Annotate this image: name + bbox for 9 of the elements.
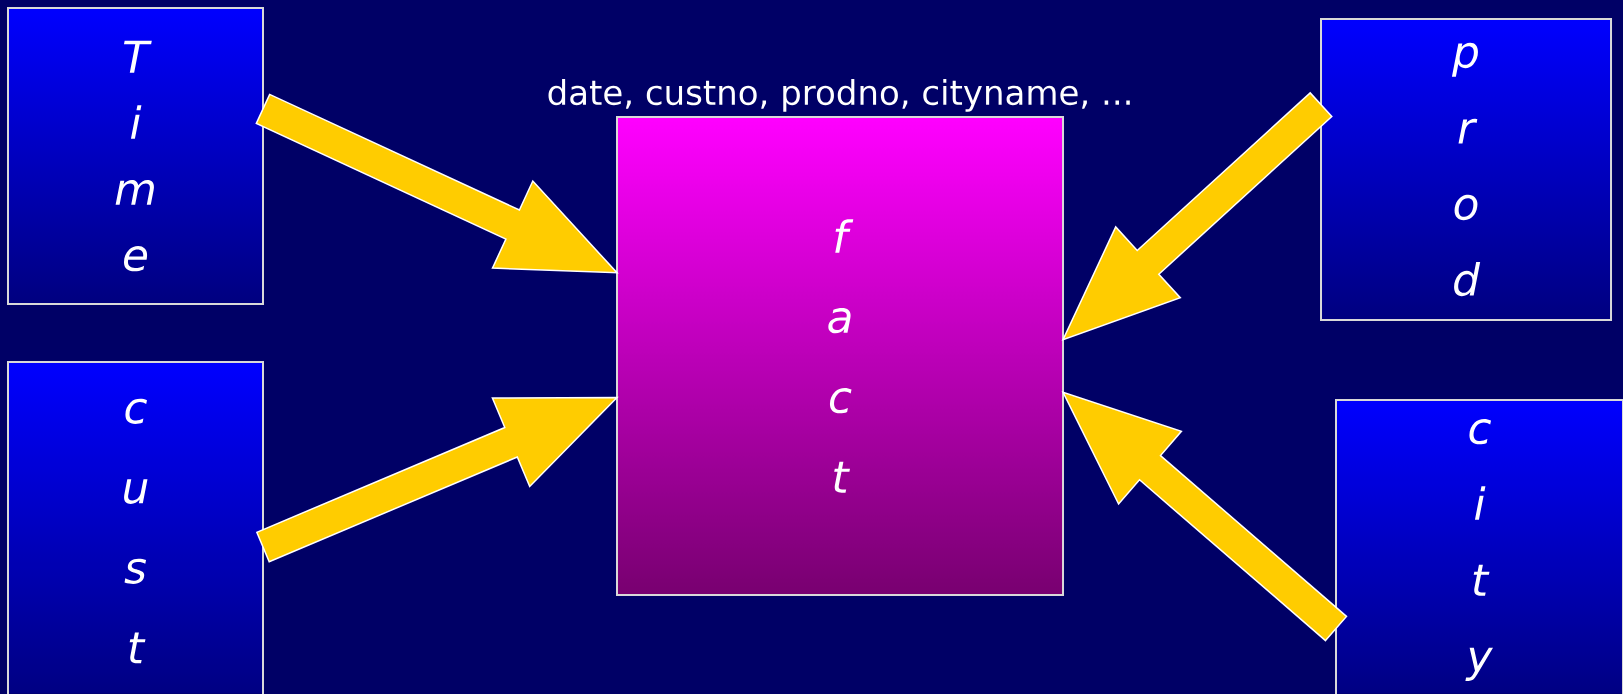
- fact-table-box: fact: [616, 116, 1064, 596]
- dimension-table-box: prod: [1320, 18, 1612, 321]
- field-list: date, custno, prodno, cityname, ...: [548, 78, 1130, 112]
- dimension-table-box: Time: [7, 7, 264, 305]
- dimension-table-box: cust: [7, 361, 264, 694]
- block-arrow: [1061, 91, 1333, 342]
- dimension-table-box: city: [1335, 399, 1623, 694]
- block-arrow: [1061, 391, 1348, 642]
- block-arrow: [255, 93, 619, 274]
